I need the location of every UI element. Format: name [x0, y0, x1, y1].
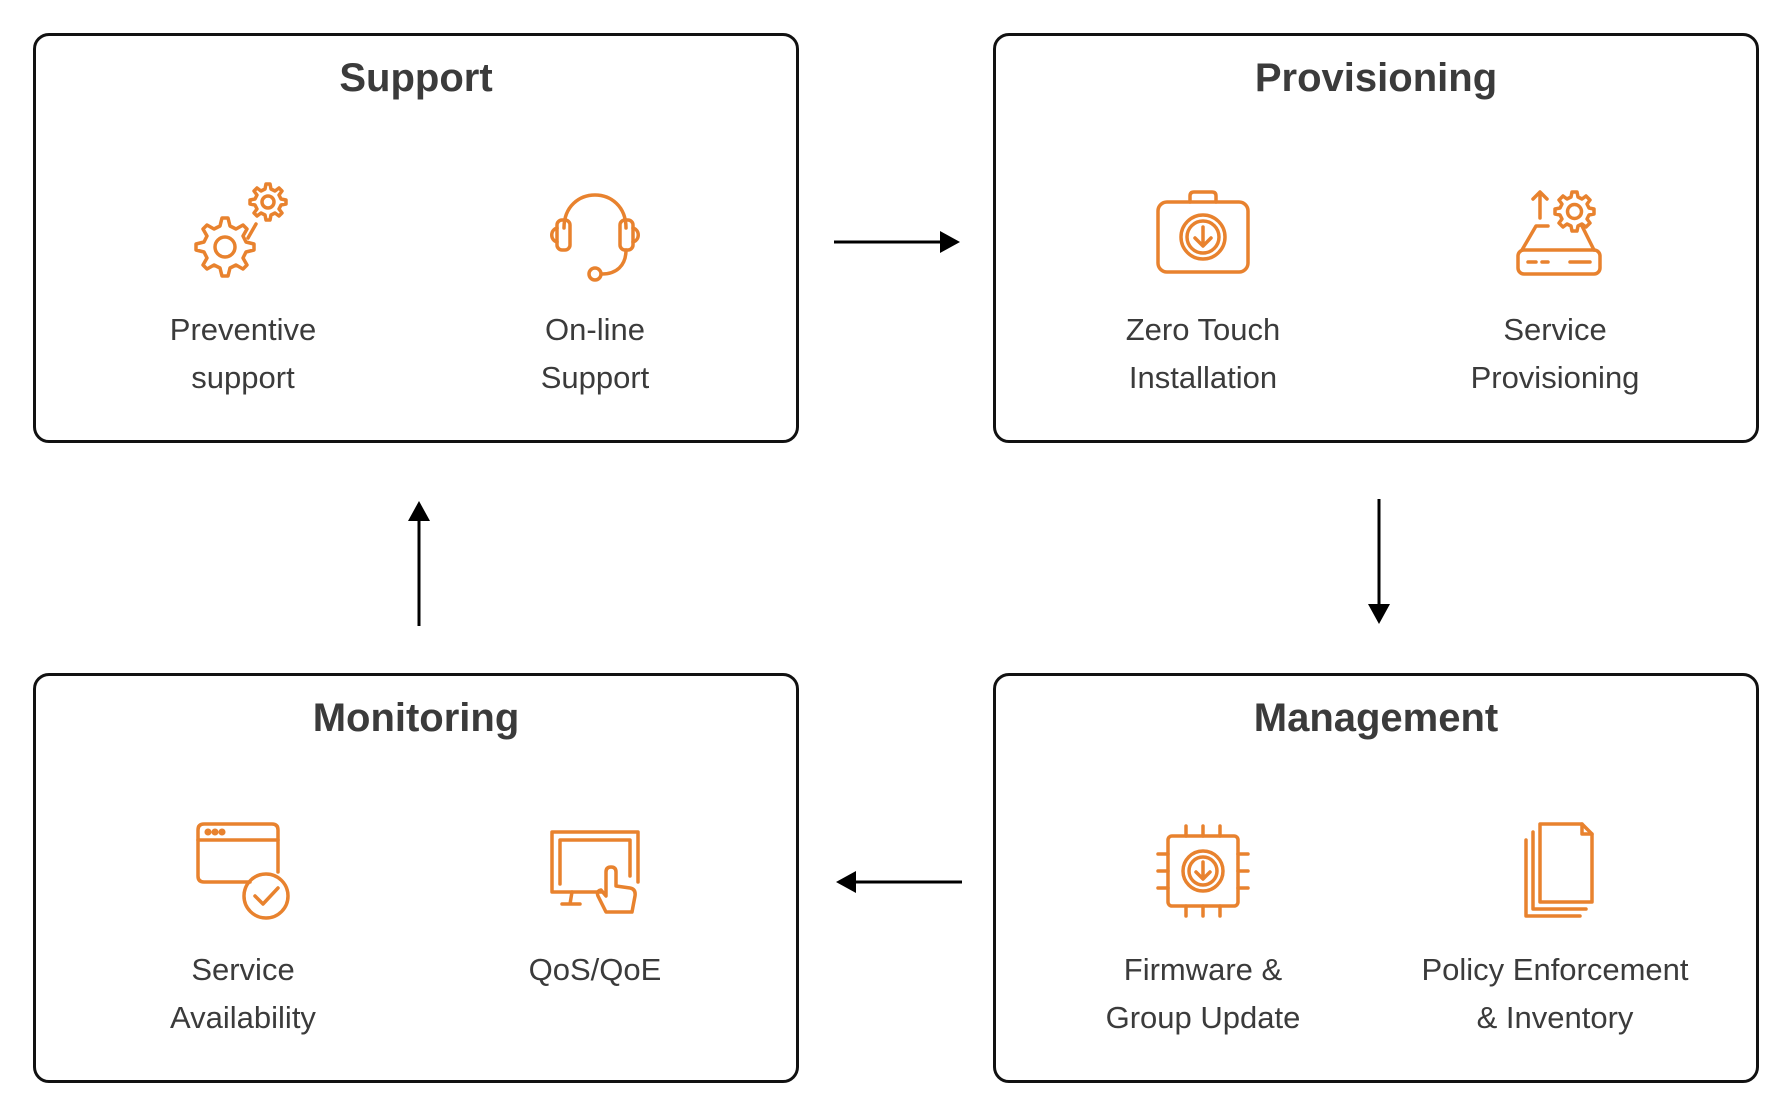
management-title: Management [1253, 696, 1499, 740]
firmware-group-update-label: Firmware & Group Update [1105, 952, 1301, 1035]
service-provisioning-label: Service Provisioning [1470, 312, 1640, 395]
arrow-monitoring-to-support [408, 501, 430, 626]
zero-touch-installation-item: Zero Touch Installation [1043, 176, 1363, 402]
download-case-icon [1156, 190, 1250, 274]
service-availability-item: Service Availability [83, 816, 403, 1042]
zero-touch-installation-label: Zero Touch Installation [1125, 312, 1281, 395]
documents-icon [1524, 822, 1594, 918]
provisioning-box: Provisioning Zero Touch Installation Ser… [993, 33, 1759, 443]
preventive-support-item: Preventive support [83, 176, 403, 402]
headset-icon [550, 193, 640, 282]
management-box: Management Firmware & Group Update Polic… [993, 673, 1759, 1083]
arrow-management-to-monitoring [836, 871, 962, 893]
support-title: Support [339, 56, 493, 100]
arrow-provisioning-to-management [1368, 499, 1390, 624]
service-provisioning-item: Service Provisioning [1395, 176, 1715, 402]
preventive-support-label: Preventive support [169, 312, 317, 395]
service-availability-label: Service Availability [170, 952, 316, 1035]
arrow-support-to-provisioning [834, 231, 960, 253]
gears-icon [194, 182, 288, 278]
monitoring-title: Monitoring [312, 696, 520, 740]
chip-download-icon [1156, 824, 1250, 918]
qos-qoe-item: QoS/QoE [435, 816, 755, 994]
touch-monitor-icon [550, 830, 640, 914]
support-box: Support Preventive support On-line Suppo… [33, 33, 799, 443]
qos-qoe-label: QoS/QoE [528, 952, 662, 987]
device-gear-icon [1516, 190, 1602, 276]
online-support-item: On-line Support [435, 176, 755, 402]
policy-enforcement-label: Policy Enforcement & Inventory [1421, 952, 1689, 1035]
provisioning-title: Provisioning [1254, 56, 1498, 100]
browser-check-icon [196, 822, 290, 920]
policy-enforcement-item: Policy Enforcement & Inventory [1395, 816, 1715, 1042]
firmware-group-update-item: Firmware & Group Update [1043, 816, 1363, 1042]
monitoring-box: Monitoring Service Availability QoS/QoE [33, 673, 799, 1083]
online-support-label: On-line Support [540, 312, 650, 395]
